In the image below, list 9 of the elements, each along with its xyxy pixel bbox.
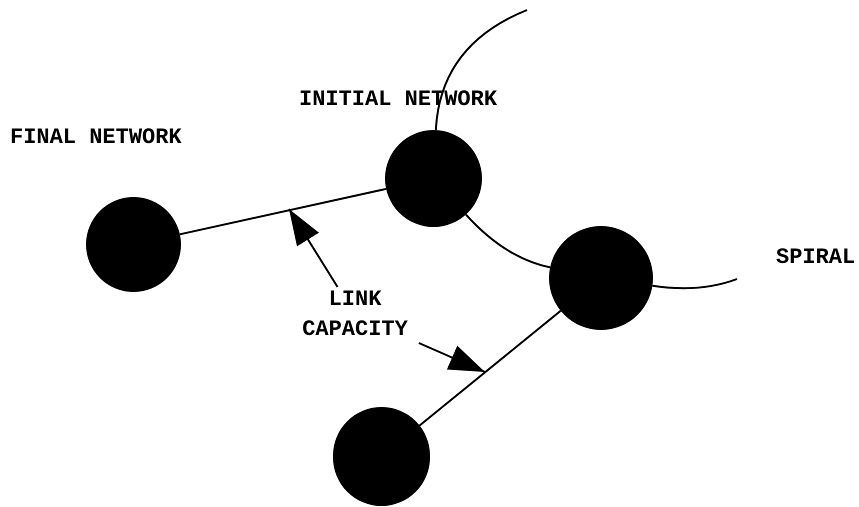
curve-label: SPIRAL <box>776 244 856 272</box>
node-caption: FINAL NETWORK <box>10 124 182 152</box>
connector-line <box>418 310 562 427</box>
spiral-curve <box>652 278 738 290</box>
leader-arrow <box>418 342 486 373</box>
connector-line <box>465 214 550 268</box>
leader-arrow <box>288 208 338 288</box>
connector-line <box>180 188 386 236</box>
callout-text: LINK CAPACITY <box>284 287 426 343</box>
